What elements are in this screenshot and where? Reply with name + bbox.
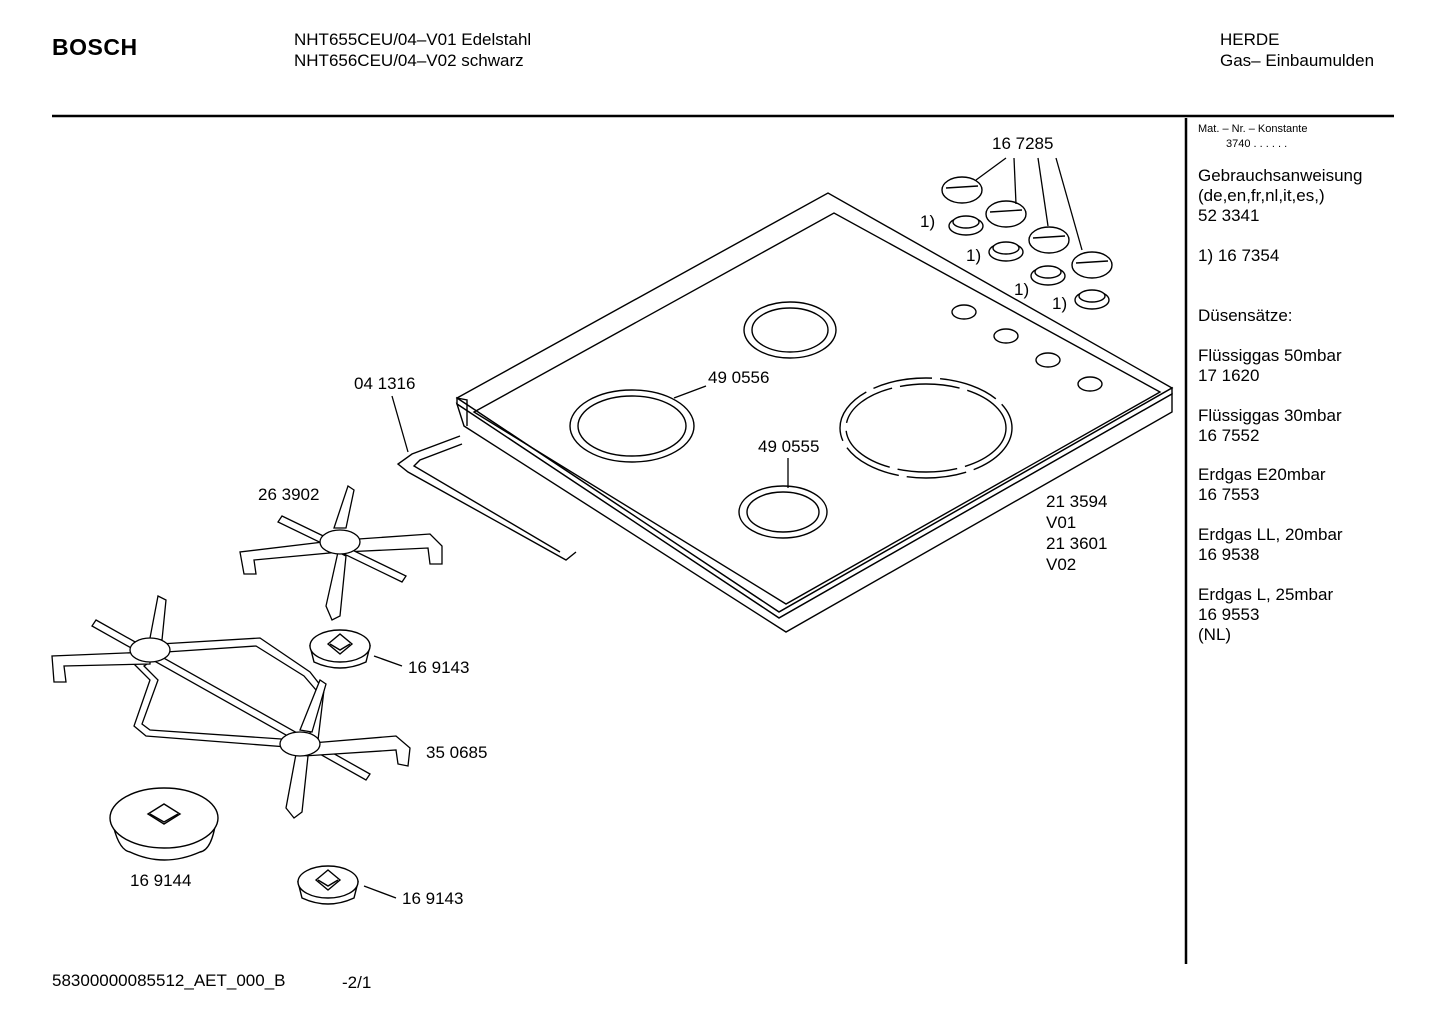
hob-burner-openings bbox=[569, 301, 1013, 539]
brand-logo: BOSCH bbox=[52, 34, 138, 60]
nozzle-set-name: Erdgas L, 25mbar bbox=[1198, 585, 1334, 604]
nozzle-set-number: 16 7553 bbox=[1198, 485, 1260, 504]
label-footnote-2: 1) bbox=[966, 246, 982, 265]
label-footnote-3: 1) bbox=[1014, 280, 1030, 299]
mat-nr-value: 3740 . . . . . . bbox=[1226, 138, 1288, 150]
knob-holes bbox=[951, 304, 1103, 392]
burner-cap-small-bottom bbox=[297, 865, 359, 905]
nozzle-set-name: Flüssiggas 30mbar bbox=[1198, 406, 1342, 425]
subcategory-title: Gas– Einbaumulden bbox=[1220, 51, 1375, 70]
label-seal: 04 1316 bbox=[354, 374, 416, 393]
label-burner-cap-large: 16 9144 bbox=[130, 871, 192, 890]
leader-lines bbox=[363, 157, 1083, 899]
nozzle-heading: Düsensätze: bbox=[1198, 306, 1293, 325]
hob-panel bbox=[455, 192, 1174, 633]
nozzle-set-number: 17 1620 bbox=[1198, 366, 1260, 385]
label-hob-v01-number: 21 3594 bbox=[1046, 492, 1108, 511]
knob-rings bbox=[948, 215, 1110, 310]
grate-double bbox=[51, 595, 411, 819]
label-burner-cap-small-top: 16 9143 bbox=[408, 658, 470, 677]
knob-3 bbox=[1028, 226, 1070, 254]
label-hob-v02-number: 21 3601 bbox=[1046, 534, 1108, 553]
burner-cap-large bbox=[109, 787, 219, 861]
knob-1 bbox=[941, 176, 983, 204]
label-footnote-4: 1) bbox=[1052, 294, 1068, 313]
mat-nr-label: Mat. – Nr. – Konstante bbox=[1198, 123, 1308, 135]
nozzle-set-name: Flüssiggas 50mbar bbox=[1198, 346, 1342, 365]
document-id: 58300000085512_AET_000_B bbox=[52, 971, 286, 990]
label-footnote-1: 1) bbox=[920, 212, 936, 231]
seal-strip bbox=[396, 435, 577, 561]
nozzle-set-name: Erdgas E20mbar bbox=[1198, 465, 1326, 484]
manual-title: Gebrauchsanweisung bbox=[1198, 166, 1363, 185]
category-title: HERDE bbox=[1220, 30, 1280, 49]
nozzle-set-number: 16 9538 bbox=[1198, 545, 1260, 564]
model-line-2: NHT656CEU/04–V02 schwarz bbox=[294, 51, 524, 70]
label-burner-ring-small: 49 0555 bbox=[758, 437, 820, 456]
nozzle-set-number: 16 9553 bbox=[1198, 605, 1260, 624]
label-burner-cap-small-bottom: 16 9143 bbox=[402, 889, 464, 908]
page-number: -2/1 bbox=[342, 973, 372, 992]
manual-number: 52 3341 bbox=[1198, 206, 1260, 225]
grate-single bbox=[239, 484, 443, 621]
knob-2 bbox=[985, 200, 1027, 228]
footnote-part: 1) 16 7354 bbox=[1198, 246, 1280, 265]
label-hob-v02-variant: V02 bbox=[1046, 555, 1077, 574]
nozzle-set-name: Erdgas LL, 20mbar bbox=[1198, 525, 1343, 544]
label-hob-v01-variant: V01 bbox=[1046, 513, 1077, 532]
label-burner-ring-large: 49 0556 bbox=[708, 368, 770, 387]
burner-cap-small-top bbox=[309, 629, 371, 669]
manual-languages: (de,en,fr,nl,it,es,) bbox=[1198, 186, 1325, 205]
label-grate-single: 26 3902 bbox=[258, 485, 320, 504]
nozzle-note: (NL) bbox=[1198, 625, 1232, 644]
label-grate-double: 35 0685 bbox=[426, 743, 488, 762]
label-knobs: 16 7285 bbox=[992, 134, 1054, 153]
knob-4 bbox=[1071, 251, 1113, 279]
control-knobs bbox=[941, 176, 1113, 279]
nozzle-set-number: 16 7552 bbox=[1198, 426, 1260, 445]
model-line-1: NHT655CEU/04–V01 Edelstahl bbox=[294, 30, 532, 49]
